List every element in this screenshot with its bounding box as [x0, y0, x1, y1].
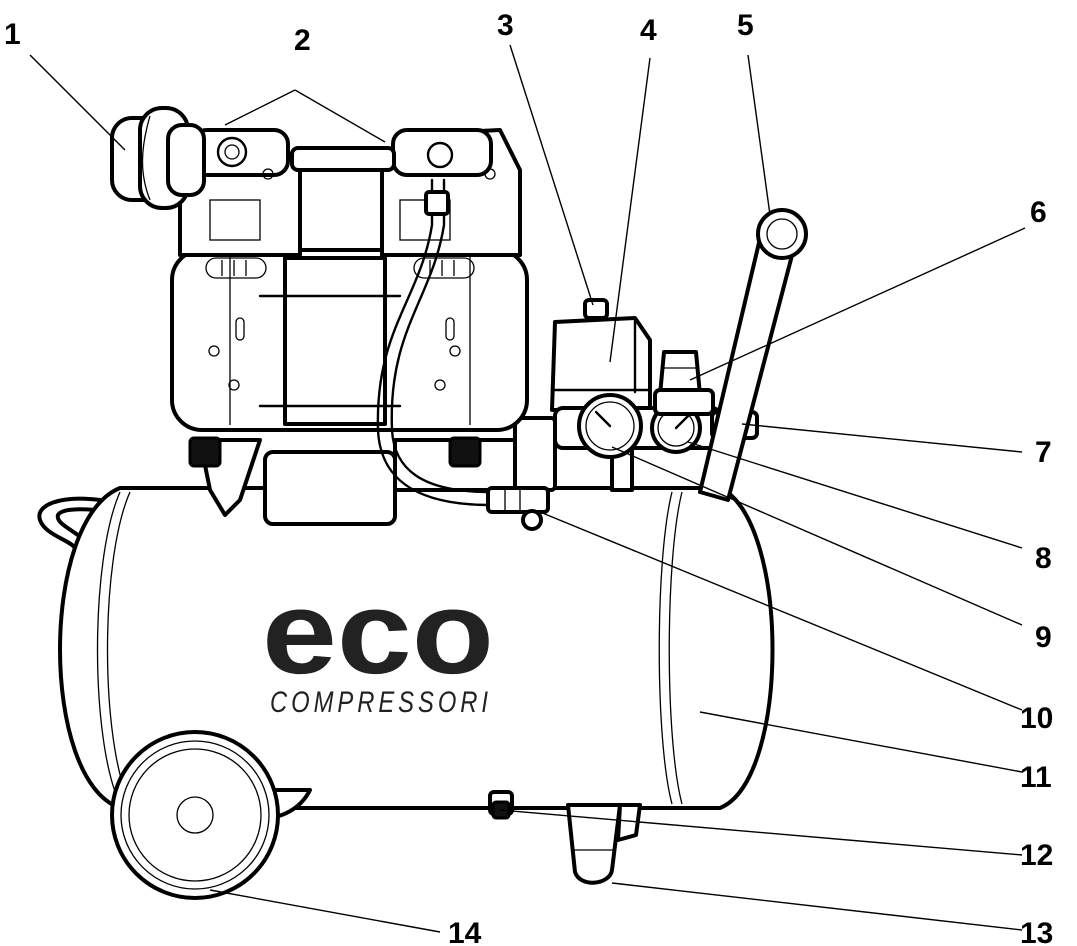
callout-11: 11 [1020, 761, 1052, 794]
leader-12 [499, 809, 1023, 856]
leader-10 [539, 511, 1023, 711]
wheel [110, 730, 312, 900]
callout-8: 8 [1035, 542, 1052, 575]
callout-5: 5 [737, 9, 754, 42]
callout-12: 12 [1020, 839, 1053, 872]
air-filter [110, 106, 206, 210]
callout-3: 3 [497, 9, 514, 42]
callout-6: 6 [1030, 196, 1047, 229]
leader-11 [699, 711, 1023, 773]
leader-13 [611, 882, 1023, 931]
callout-7: 7 [1035, 436, 1052, 469]
brand-logo-text: eco [262, 567, 494, 699]
callout-13: 13 [1020, 917, 1053, 946]
leader-1 [29, 54, 126, 151]
cylinder-heads [178, 128, 522, 279]
drain-valve [488, 790, 514, 820]
callout-14: 14 [448, 917, 482, 946]
brand-subtitle: COMPRESSORI [270, 686, 492, 719]
leader-2a [224, 89, 296, 126]
callout-9: 9 [1035, 621, 1052, 654]
leader-5 [747, 54, 771, 216]
callout-1: 1 [4, 18, 21, 51]
leader-4 [609, 57, 651, 363]
callout-labels: 1 2 3 4 5 6 7 8 9 10 11 12 13 14 [4, 9, 1053, 946]
callout-2: 2 [294, 24, 311, 57]
tank-pressure-gauge [577, 393, 643, 459]
leader-6 [689, 227, 1026, 381]
pressure-switch [550, 298, 652, 412]
callout-10: 10 [1020, 702, 1053, 735]
leader-9 [611, 446, 1023, 626]
handle [698, 208, 808, 502]
air-tank [37, 486, 775, 810]
leader-14 [209, 889, 441, 933]
leader-lines [29, 44, 1026, 933]
pressure-regulator [653, 350, 715, 416]
leader-7 [741, 423, 1023, 453]
brand-logo: eco COMPRESSORI [262, 567, 494, 719]
leader-2b [294, 89, 386, 143]
leader-3 [509, 44, 594, 306]
delivery-hose [376, 178, 550, 531]
rubber-foot [566, 803, 642, 885]
callout-4: 4 [640, 14, 657, 47]
motor [170, 248, 529, 432]
leader-8 [687, 441, 1023, 549]
